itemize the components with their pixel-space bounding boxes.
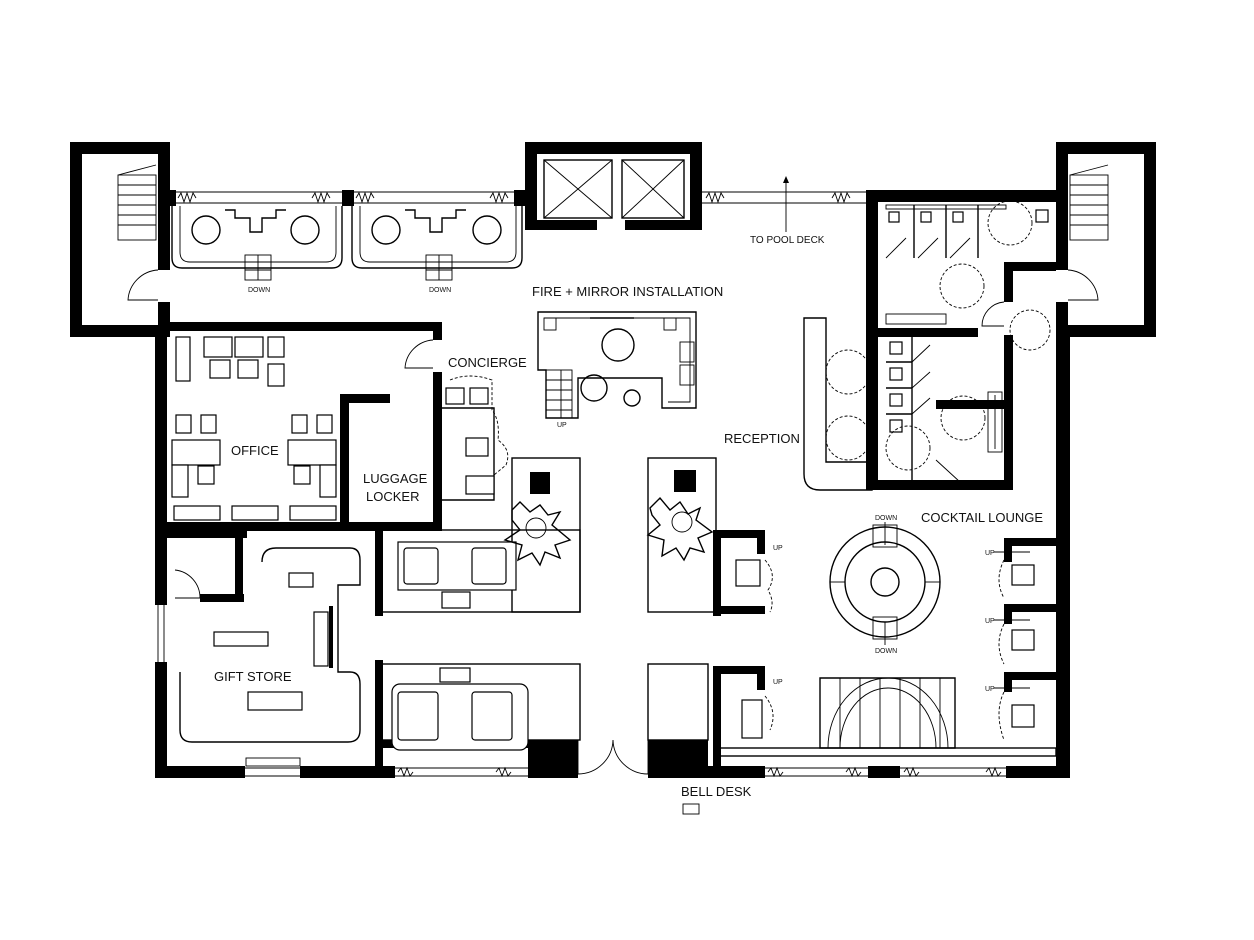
office-room <box>167 322 442 531</box>
stair-left <box>117 164 159 301</box>
fire-mirror-installation <box>537 311 697 419</box>
label-up-bottom: UP <box>773 679 783 686</box>
label-up-lounge-3: UP <box>985 686 995 693</box>
label-down-left: DOWN <box>248 287 270 294</box>
cocktail-lounge <box>713 522 1057 766</box>
top-booths <box>171 206 523 281</box>
label-up-reception: UP <box>773 545 783 552</box>
windows <box>157 191 1006 778</box>
restrooms <box>866 190 1056 490</box>
label-down-lounge-bottom: DOWN <box>875 648 897 655</box>
central-lounge <box>375 457 773 616</box>
label-bell-desk: BELL DESK <box>681 784 752 799</box>
label-to-pool-deck: TO POOL DECK <box>750 235 825 246</box>
label-reception: RECEPTION <box>724 431 800 446</box>
pool-deck-arrow <box>783 176 789 232</box>
bell-desk-marker <box>682 803 700 815</box>
label-cocktail-lounge: COCKTAIL LOUNGE <box>921 510 1043 525</box>
concierge-desk <box>440 375 509 501</box>
label-up-lounge-2: UP <box>985 618 995 625</box>
outer-walls <box>70 142 1156 778</box>
bottom-lounge <box>375 660 709 775</box>
label-locker: LOCKER <box>366 489 419 504</box>
label-office: OFFICE <box>231 443 279 458</box>
gift-store-room <box>167 530 361 767</box>
reception-desk <box>803 317 873 491</box>
label-down-lounge-top: DOWN <box>875 515 897 522</box>
label-up-lounge-1: UP <box>985 550 995 557</box>
label-gift-store: GIFT STORE <box>214 669 292 684</box>
label-luggage: LUGGAGE <box>363 471 428 486</box>
label-down-right: DOWN <box>429 287 451 294</box>
label-fire-mirror: FIRE + MIRROR INSTALLATION <box>532 284 723 299</box>
elevators <box>543 159 685 219</box>
label-up-fire: UP <box>557 422 567 429</box>
stair-right <box>1067 164 1109 301</box>
label-concierge: CONCIERGE <box>448 355 527 370</box>
